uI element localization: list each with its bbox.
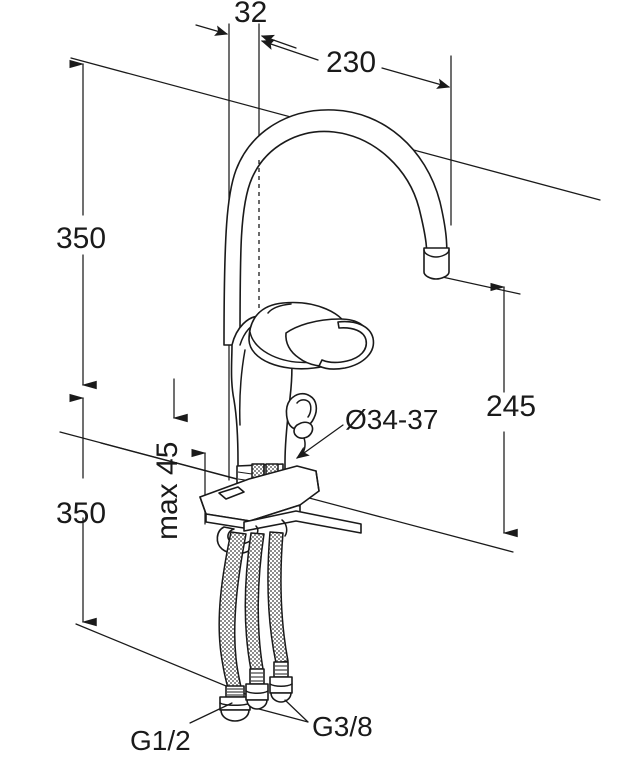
dimension-spout-height: 245 — [423, 272, 536, 538]
callout-label-g12: G1/2 — [130, 725, 191, 756]
spout-tip — [423, 247, 450, 280]
dimension-height-below: 350 — [56, 393, 106, 627]
dimension-mounting-thickness: max 45 — [151, 378, 207, 540]
countertop-surface — [59, 57, 601, 701]
dimension-label-230: 230 — [326, 46, 376, 79]
callout-label-diameter: Ø34-37 — [345, 404, 438, 435]
callout-hole-diameter: Ø34-37 — [295, 404, 438, 459]
fitting-g38-right — [269, 661, 293, 703]
dimension-label-350-upper: 350 — [56, 222, 106, 255]
fitting-g38-middle — [245, 668, 269, 710]
dimension-label-max-45: max 45 — [151, 442, 184, 540]
dimension-spout-reach: 230 — [260, 39, 452, 226]
hose-middle — [244, 532, 265, 671]
spout-gooseneck — [223, 109, 448, 346]
faucet-assembly — [199, 109, 450, 722]
fitting-g12 — [219, 685, 251, 722]
callout-g38: G3/8 — [258, 699, 373, 742]
lever-handle-arm — [318, 320, 375, 370]
dimension-label-350-lower: 350 — [56, 497, 106, 530]
fixing-tab — [243, 510, 362, 534]
dimension-height-total: 350 — [56, 59, 106, 390]
hose-right — [267, 531, 289, 664]
hose-left — [218, 531, 247, 689]
dimension-label-245: 245 — [486, 390, 536, 423]
dimension-label-32: 32 — [234, 0, 267, 29]
callout-g12: G1/2 — [130, 702, 233, 756]
callout-label-g38: G3/8 — [312, 711, 373, 742]
